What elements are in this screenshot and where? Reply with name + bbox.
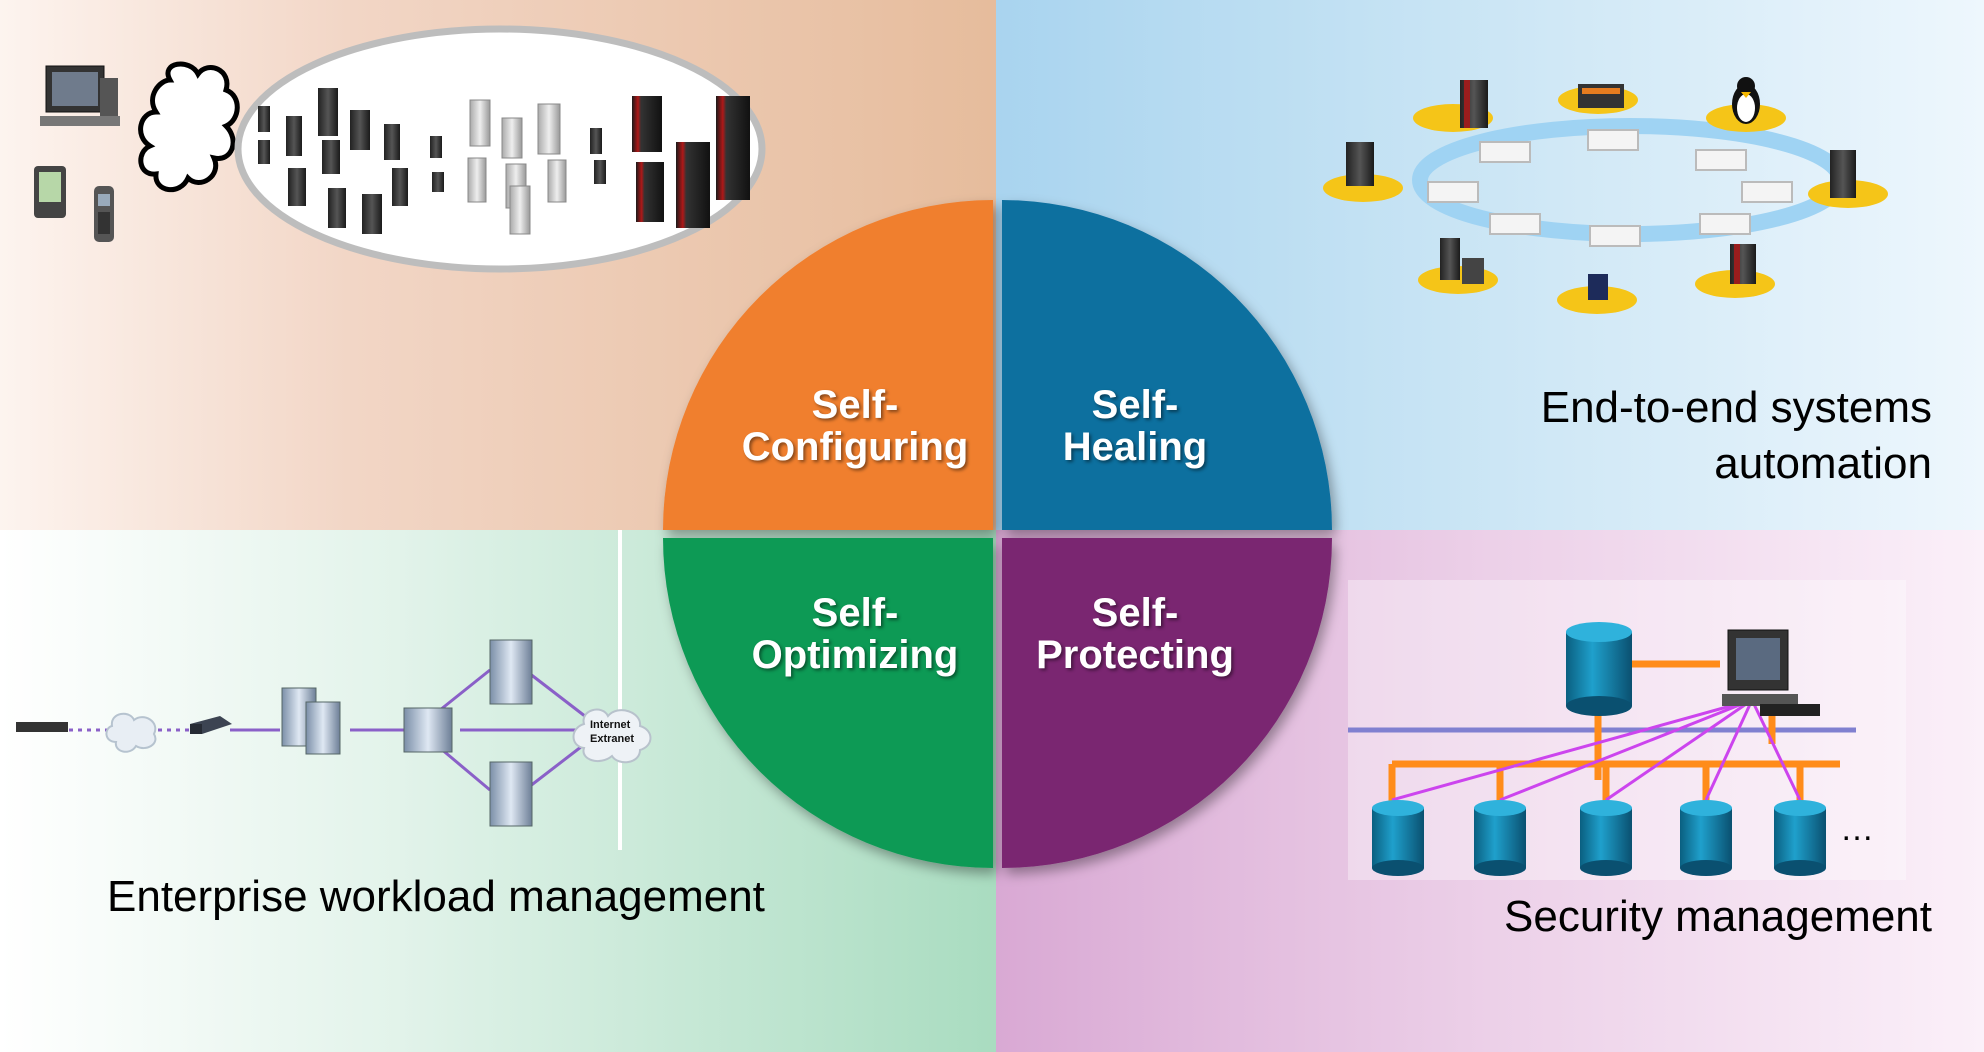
label-self-optimizing-line1: Self- [811,591,899,635]
server-rack-icon [258,88,444,234]
segment-self-configuring [663,200,993,530]
caption-end-to-end-automation: End-to-end systems automation [1541,380,1932,492]
label-self-protecting: Self- Protecting [1000,592,1270,676]
cloud-label-internet: Internet [590,719,631,731]
label-self-configuring: Self- Configuring [720,384,990,468]
database-cylinder-icon [1372,800,1826,876]
cloud-icon: Internet Extranet [572,708,652,764]
workload-network [60,668,591,792]
ring-network [1412,118,1848,247]
label-self-configuring-line1: Self- [811,383,899,427]
label-self-configuring-line2: Configuring [741,425,969,469]
desktop-computer-icon [40,65,120,126]
cloud-label-extranet: Extranet [590,733,634,745]
label-self-healing-line2: Healing [1062,425,1208,469]
segment-self-optimizing [663,538,993,868]
segment-self-protecting [1002,538,1332,868]
server-rack-icon [590,128,606,184]
segment-self-healing [1002,200,1332,530]
label-self-healing-line1: Self- [1091,383,1179,427]
cloud-icon [138,61,240,193]
mobile-phone-icon [94,186,114,242]
caption-security-management: Security management [1504,892,1932,941]
server-rack-icon [467,99,567,235]
label-self-protecting-line2: Protecting [1036,633,1234,677]
label-self-protecting-line1: Self- [1091,591,1179,635]
pda-icon [34,166,66,218]
router-icon [190,716,232,734]
server-rack-icon [1346,80,1856,300]
autonomic-circle [663,200,1332,868]
caption-end-to-end-line2: automation [1714,439,1932,488]
workstation-icon [1722,629,1820,716]
label-self-healing: Self- Healing [1000,384,1270,468]
laptop-icon [16,722,68,732]
label-self-optimizing: Self- Optimizing [720,592,990,676]
server-rack-icon [281,639,533,827]
caption-end-to-end-line1: End-to-end systems [1540,383,1932,432]
cloud-icon [105,712,157,753]
security-ellipsis: … [1840,810,1874,848]
caption-enterprise-workload: Enterprise workload management [107,872,765,921]
server-rack-icon [632,96,750,228]
label-self-optimizing-line2: Optimizing [751,633,959,677]
linux-penguin-icon [1732,77,1760,124]
database-cylinder-icon [1566,622,1632,716]
